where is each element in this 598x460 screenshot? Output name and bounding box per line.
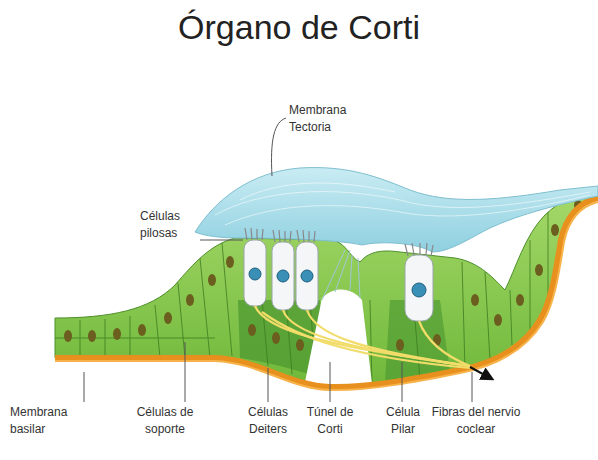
- part-label: Túnel de Corti: [302, 404, 358, 438]
- nerve-fibres: [255, 306, 470, 368]
- part-label: Célula Pilar: [378, 404, 428, 438]
- diagram-title: Órgano de Corti: [0, 8, 598, 47]
- part-label: Membrana Tectoria: [289, 102, 359, 136]
- part-label: Fibras del nervio coclear: [428, 404, 524, 438]
- hair-cell-nuclei: [249, 268, 426, 297]
- part-label: Células de soporte: [128, 404, 202, 438]
- part-label: Células Deiters: [238, 404, 298, 438]
- part-label: Células pilosas: [140, 208, 198, 242]
- part-label: Membrana basilar: [10, 404, 80, 438]
- leader-lines: [84, 118, 472, 402]
- hair-cells: [244, 240, 433, 321]
- nerve-arrow: [470, 367, 492, 379]
- tunnel-strands: [322, 250, 360, 300]
- tectorial-striations: [215, 183, 590, 225]
- tectorial-membrane: [195, 168, 598, 252]
